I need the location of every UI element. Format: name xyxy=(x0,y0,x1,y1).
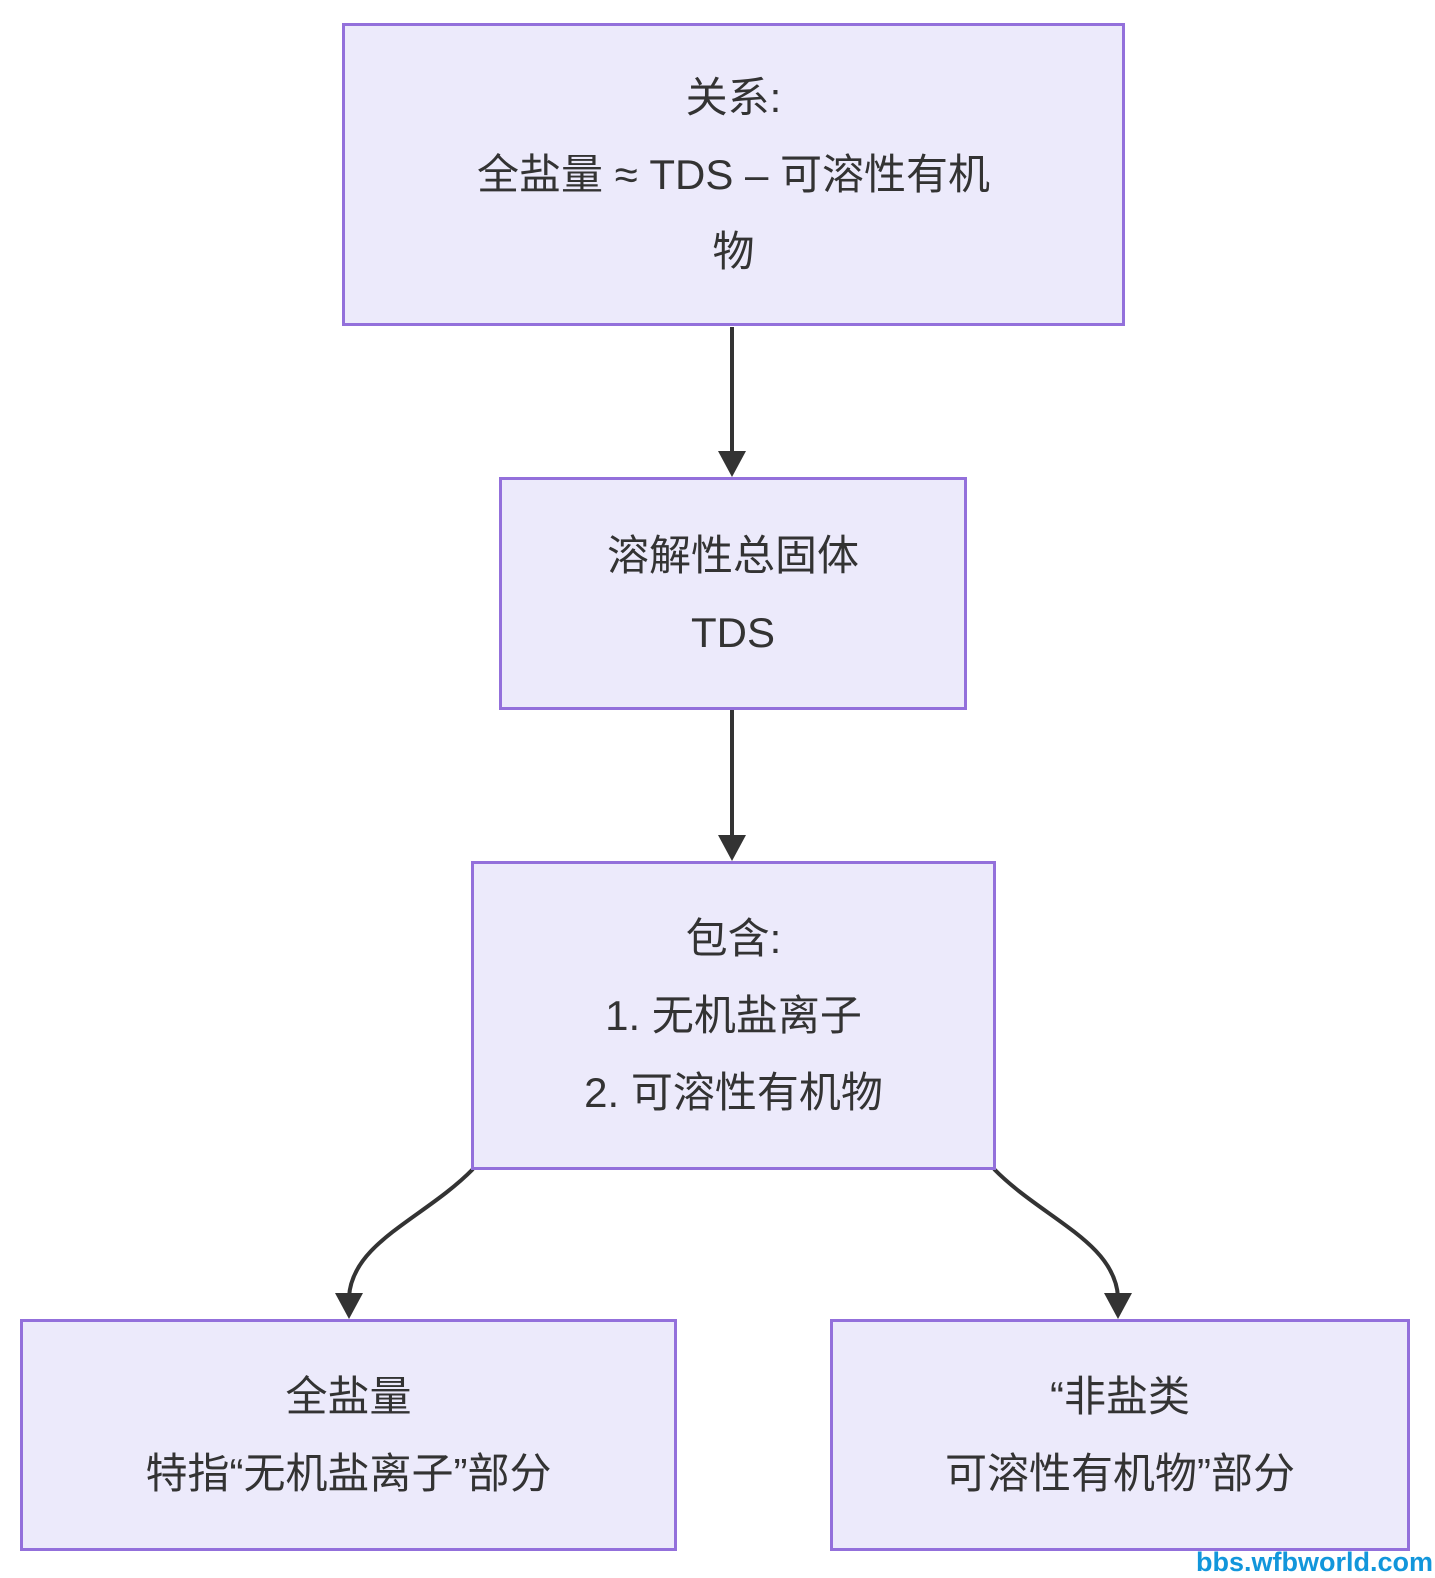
edge-relation-to-tds xyxy=(718,327,746,477)
node-salt-line: 全盐量 xyxy=(285,1373,412,1420)
edge-contains-to-salt xyxy=(335,1167,475,1319)
node-organic: “非盐类 可溶性有机物”部分 xyxy=(830,1319,1410,1551)
edge-contains-to-organic xyxy=(992,1167,1132,1319)
node-organic-line: “非盐类 xyxy=(1050,1373,1190,1420)
node-contains-line: 包含: xyxy=(685,915,782,962)
node-tds-line: 溶解性总固体 xyxy=(606,531,859,579)
arrowhead-icon xyxy=(718,835,746,861)
arrowhead-icon xyxy=(718,451,746,477)
watermark: bbs.wfbworld.com xyxy=(1195,1547,1433,1577)
node-organic-line: 可溶性有机物”部分 xyxy=(945,1450,1295,1497)
node-salt-line: 特指“无机盐离子”部分 xyxy=(145,1450,552,1497)
node-tds: 溶解性总固体 TDS xyxy=(499,477,967,710)
node-tds-line: TDS xyxy=(691,608,775,656)
node-contains-line: 1. 无机盐离子 xyxy=(605,992,862,1039)
node-relation-line: 关系: xyxy=(685,74,782,121)
node-relation-line: 物 xyxy=(712,228,755,275)
node-relation-line: 全盐量 ≈ TDS – 可溶性有机 xyxy=(476,151,991,198)
arrowhead-icon xyxy=(335,1293,363,1319)
node-relation: 关系: 全盐量 ≈ TDS – 可溶性有机 物 xyxy=(342,23,1125,326)
edge-tds-to-contains xyxy=(718,709,746,861)
node-contains: 包含: 1. 无机盐离子 2. 可溶性有机物 xyxy=(471,861,996,1170)
node-contains-line: 2. 可溶性有机物 xyxy=(584,1069,883,1116)
arrowhead-icon xyxy=(1104,1293,1132,1319)
node-salt: 全盐量 特指“无机盐离子”部分 xyxy=(20,1319,677,1551)
